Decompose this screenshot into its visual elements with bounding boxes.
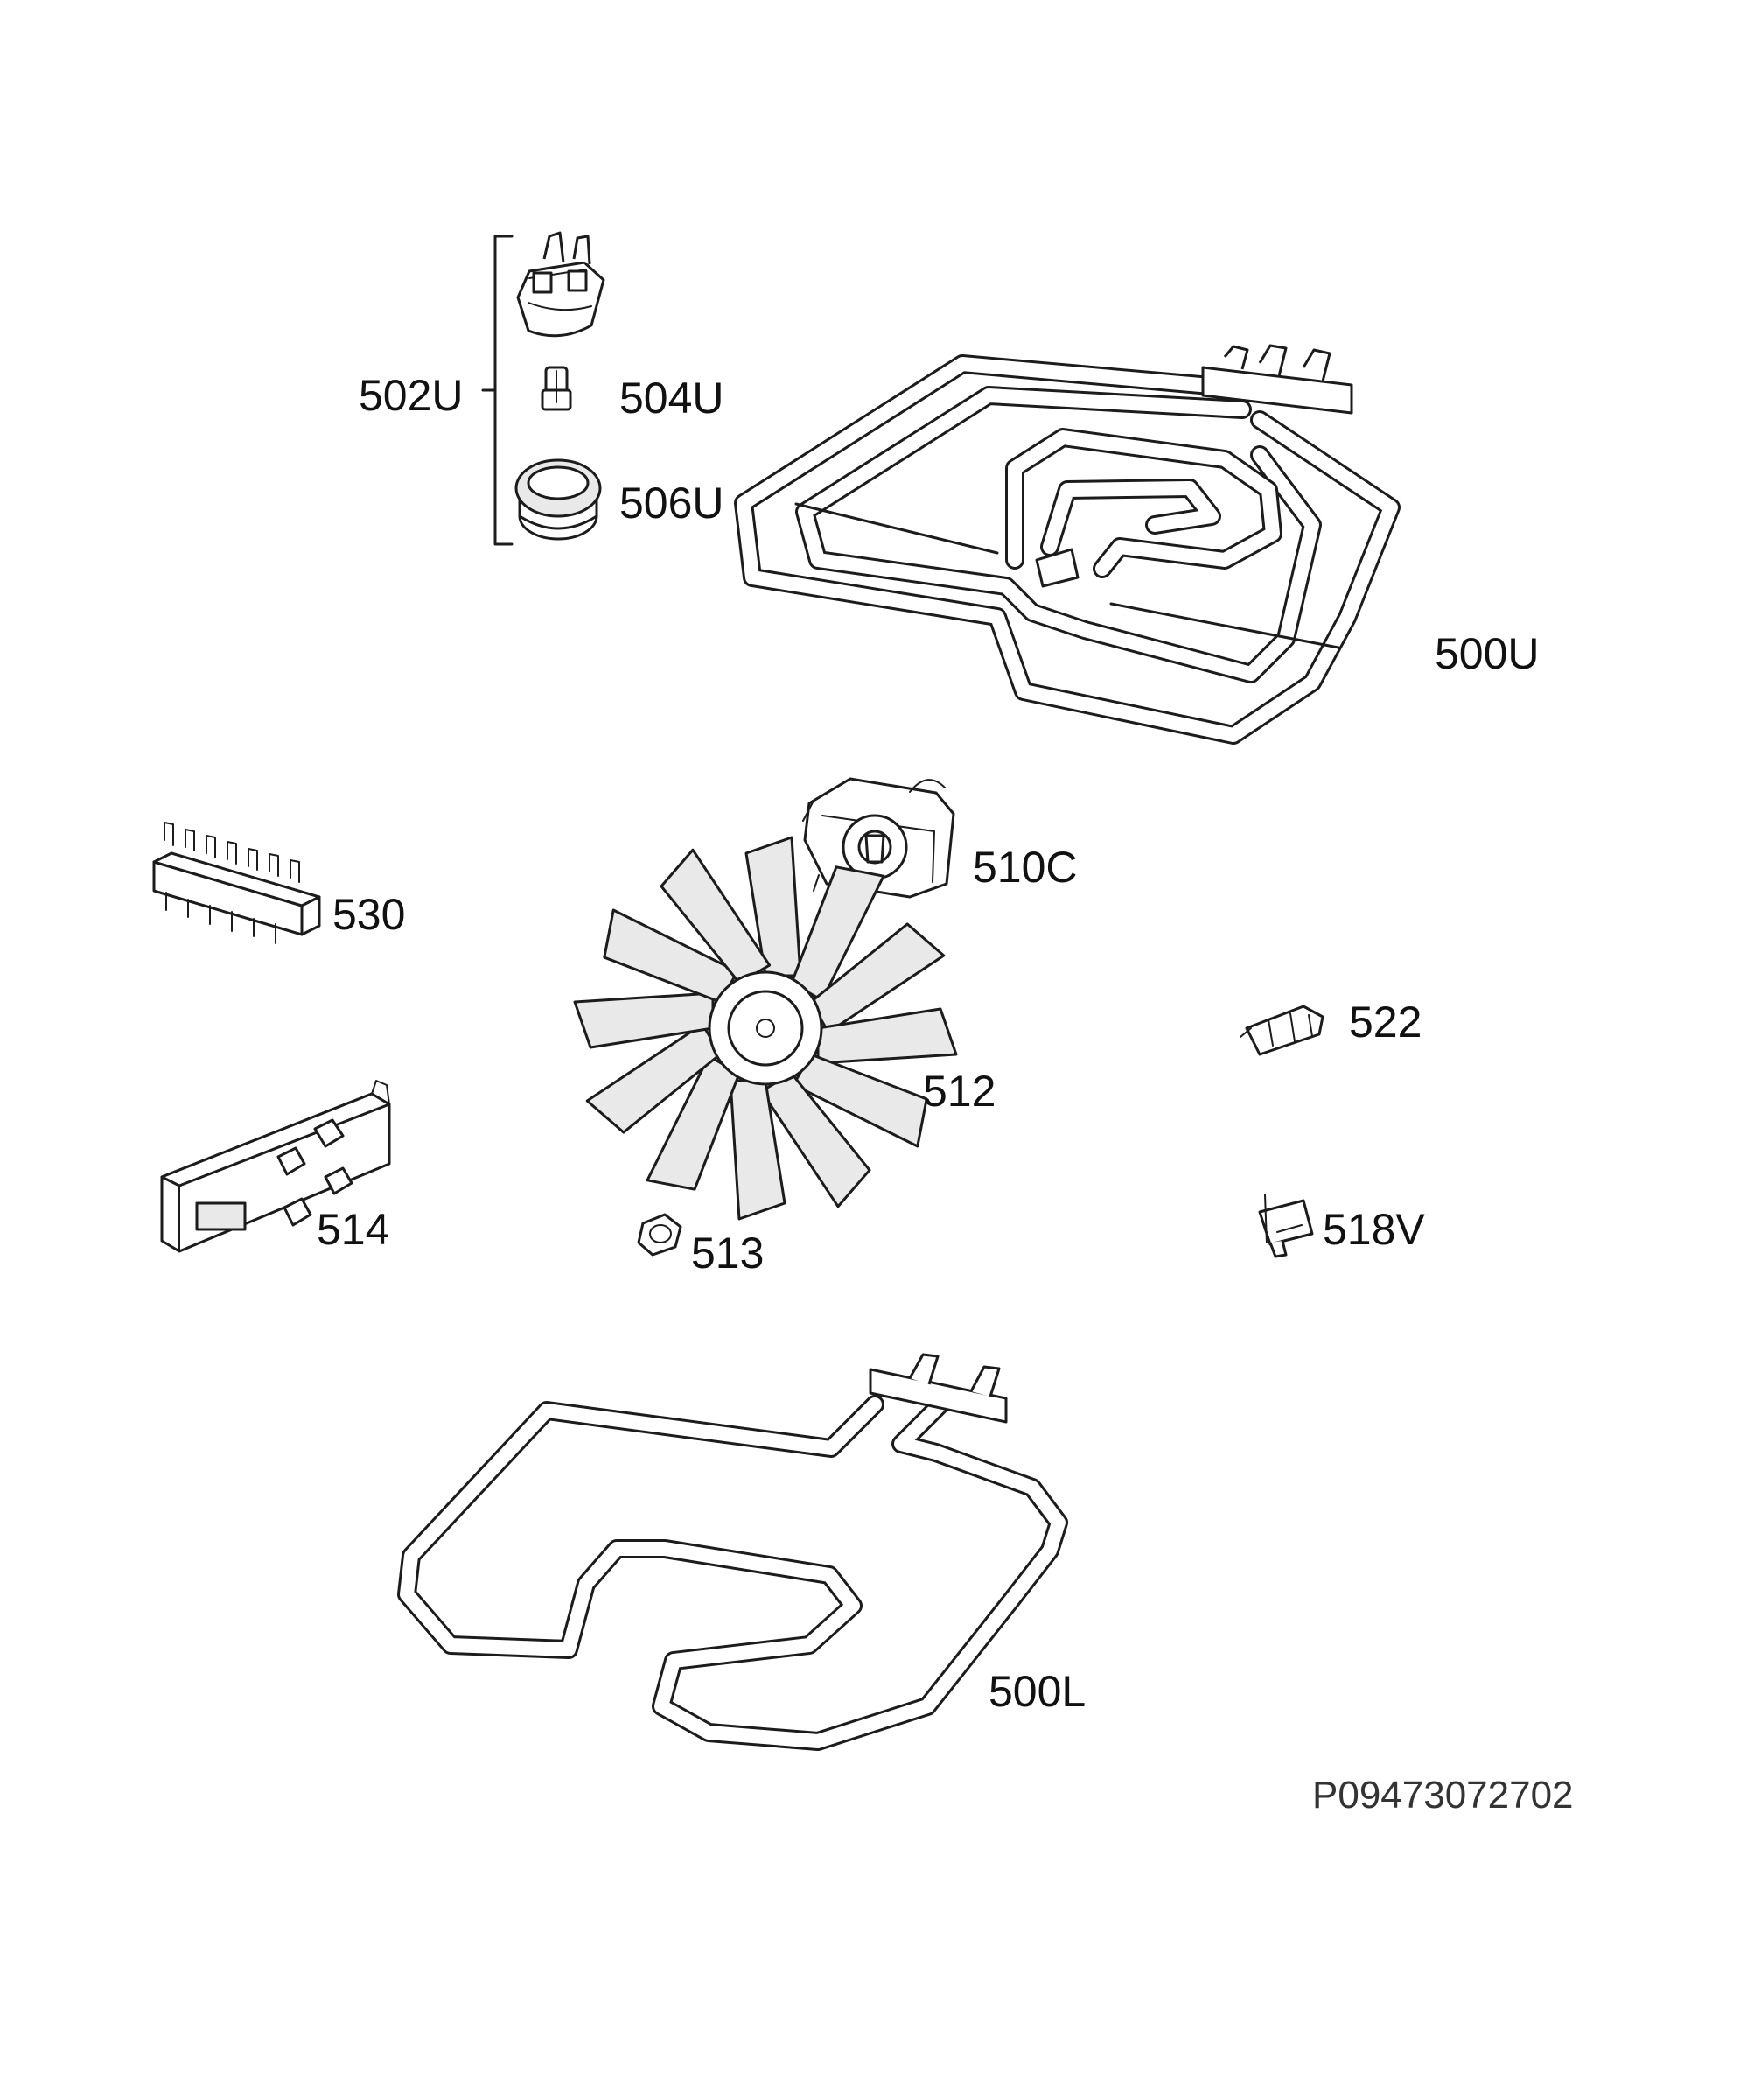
part-label-514: 514 <box>317 1205 390 1254</box>
lamp-bulb-icon <box>541 366 572 411</box>
thermostat-clip-icon <box>1258 1194 1314 1258</box>
part-label-500L: 500L <box>989 1667 1087 1716</box>
lamp-glass-icon <box>514 458 602 541</box>
part-label-506U: 506U <box>619 479 724 528</box>
upper-heating-element-icon <box>734 344 1401 745</box>
hex-nut-icon <box>637 1213 682 1256</box>
lamp-holder-icon <box>516 231 605 338</box>
part-label-500U: 500U <box>1435 629 1540 678</box>
part-label-512: 512 <box>923 1067 996 1116</box>
fan-blade-icon <box>573 836 958 1221</box>
small-clip-icon <box>1240 1004 1324 1056</box>
part-label-513: 513 <box>691 1228 765 1278</box>
kit-bracket-502U <box>481 234 514 546</box>
part-label-522: 522 <box>1349 998 1422 1046</box>
part-label-502U: 502U <box>359 371 464 420</box>
drawing-reference-number: P09473072702 <box>1312 1774 1574 1816</box>
part-label-510C: 510C <box>973 843 1078 892</box>
terminal-block-icon <box>152 822 321 944</box>
part-label-518V: 518V <box>1323 1205 1425 1254</box>
part-label-504U: 504U <box>619 374 724 423</box>
lower-heating-element-icon <box>397 1353 1068 1751</box>
part-label-530: 530 <box>332 890 406 939</box>
switch-block-icon <box>160 1080 391 1253</box>
